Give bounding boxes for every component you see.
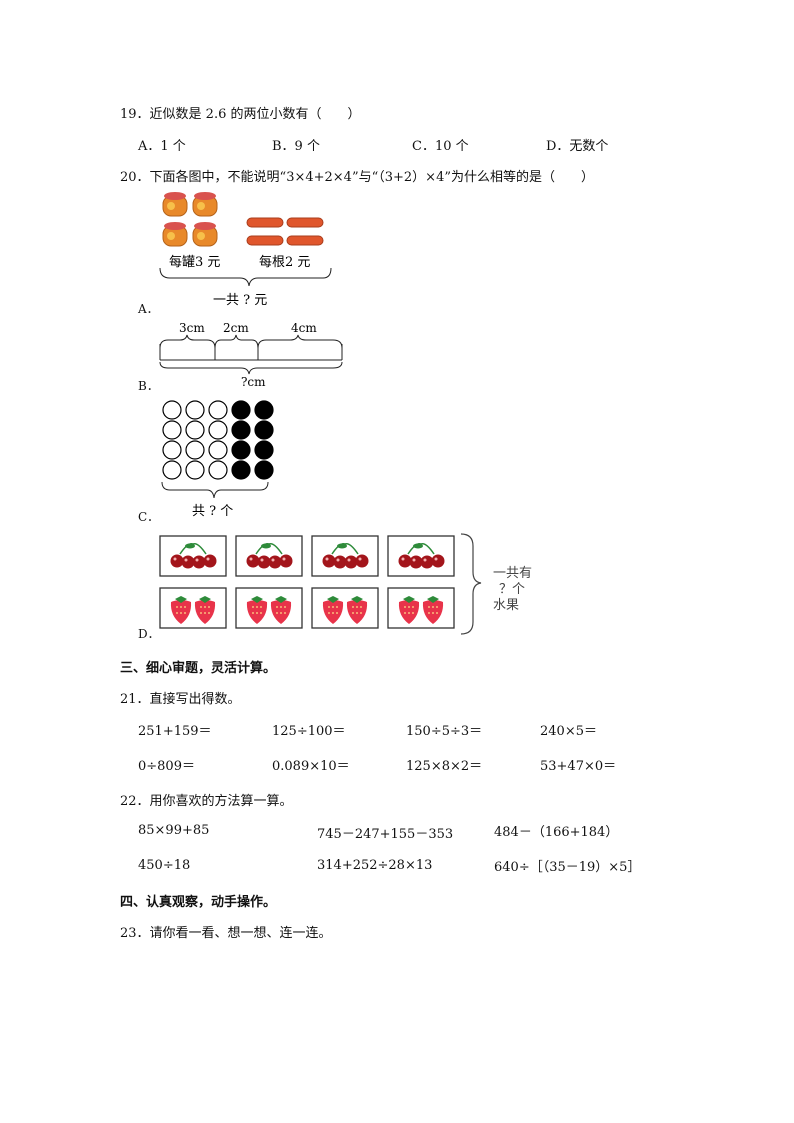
fruit-box [311,535,379,577]
black-dot [231,420,251,440]
figa-left-caption: 每罐3 元 [169,254,220,270]
figure-b: 3cm 2cm 4cm ?cm [159,321,343,389]
fruit-box [311,587,379,629]
fruit-box [235,587,303,629]
section3-title: 三、细心审题，灵活计算。 [120,661,277,676]
q21-expr: 125÷100＝ [272,724,346,739]
strawberry-icon [246,596,292,624]
black-dot [254,420,274,440]
figb-seg2: 2cm [223,321,249,335]
figa-right-caption: 每根2 元 [259,254,310,270]
q22-expr: 85×99+85 [138,823,210,838]
q21-expr: 150÷5÷3＝ [406,724,483,739]
q22-expr: 640÷［（35－19）×5］ [494,860,641,875]
figd-line3: 水果 [493,598,519,613]
white-dot [162,440,182,460]
white-dot [162,400,182,420]
q23-stem: 23．请你看一看、想一想、连一连。 [120,926,332,941]
figure-a: 每罐3 元 每根2 元 一共 ? 元 [159,191,332,308]
q22-expr: 745－247+155－353 [317,827,454,842]
fruit-box [159,535,227,577]
figd-brace [460,533,482,635]
q21-expr: 0.089×10＝ [272,759,350,774]
cherry-icon [246,542,293,569]
q20-stem: 20．下面各图中，不能说明“3×4+2×4”与“（3+2）×4”为什么相等的是（… [120,170,594,185]
jar-icon [192,221,218,247]
cherry-icon [322,542,369,569]
figa-brace [159,267,332,287]
white-dot [185,400,205,420]
q22-expr: 450÷18 [138,858,191,873]
white-dot [185,420,205,440]
white-dot [185,460,205,480]
section4-title: 四、认真观察，动手操作。 [120,895,277,910]
sausage-icon [286,235,324,246]
q20-label-b[interactable]: B． [138,379,159,393]
white-dot [185,440,205,460]
black-dot [254,440,274,460]
white-dot [208,440,228,460]
white-dot [208,460,228,480]
sausage-icon [246,217,284,228]
figb-total: ?cm [241,375,266,389]
q19-option-a[interactable]: A．1 个 [138,139,186,154]
fruit-box [387,587,455,629]
sausage-icon [246,235,284,246]
cherry-icon [398,542,445,569]
strawberry-icon [398,596,444,624]
q19-option-d[interactable]: D．无数个 [546,139,609,154]
white-dot [162,420,182,440]
q22-stem: 22．用你喜欢的方法算一算。 [120,794,293,809]
q21-expr: 0÷809＝ [138,759,195,774]
q20-label-a[interactable]: A． [138,302,159,316]
black-dot [231,460,251,480]
q22-expr: 484－（166+184） [494,825,619,840]
strawberry-icon [322,596,368,624]
figc-brace [161,481,269,499]
q20-label-d[interactable]: D． [138,627,160,641]
q21-expr: 240×5＝ [540,724,597,739]
figa-total: 一共 ? 元 [213,293,267,308]
strawberry-icon [170,596,216,624]
q20-label-c[interactable]: C． [138,510,160,524]
figb-seg3: 4cm [291,321,317,335]
fruit-box [387,535,455,577]
figb-seg1: 3cm [179,321,205,335]
q21-expr: 125×8×2＝ [406,759,483,774]
black-dot [254,400,274,420]
figb-brace [159,361,343,375]
figd-line1: 一共有 [493,566,532,581]
cherry-icon [170,542,217,569]
fruit-box [235,535,303,577]
q22-expr: 314+252÷28×13 [317,858,433,873]
q21-expr: 251+159＝ [138,724,212,739]
black-dot [231,400,251,420]
figd-line2: ？个 [499,582,525,597]
jar-icon [162,221,188,247]
fruit-box [159,587,227,629]
white-dot [208,420,228,440]
q21-stem: 21．直接写出得数。 [120,692,241,707]
q21-expr: 53+47×0＝ [540,759,617,774]
black-dot [254,460,274,480]
figure-c: 共 ? 个 [161,400,274,519]
jar-icon [162,191,188,217]
sausage-icon [286,217,324,228]
black-dot [231,440,251,460]
jar-icon [192,191,218,217]
q19-option-c[interactable]: C．10 个 [412,139,469,154]
figc-total: 共 ? 个 [192,504,233,519]
white-dot [162,460,182,480]
q19-option-b[interactable]: B．9 个 [272,139,320,154]
white-dot [208,400,228,420]
figure-d: 一共有 ？个 水果 [159,533,532,635]
q19-stem: 19．近似数是 2.6 的两位小数有（ ） [120,107,361,122]
